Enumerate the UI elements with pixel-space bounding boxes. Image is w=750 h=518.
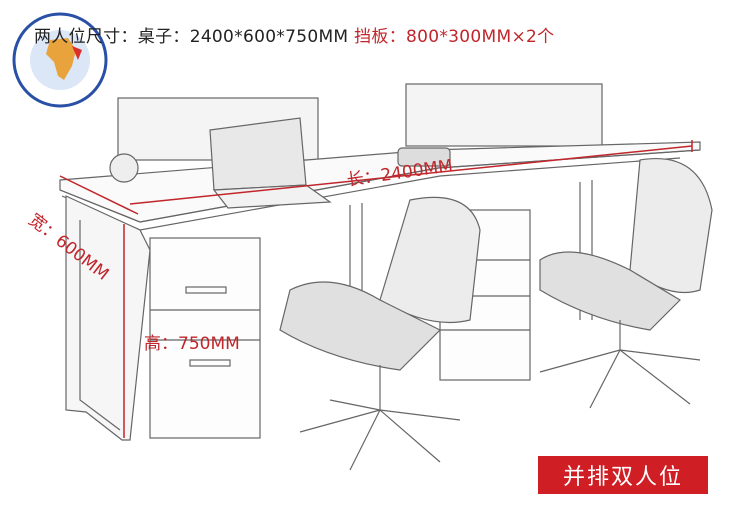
pedestal-left xyxy=(149,237,261,439)
layout-badge: 并排双人位 xyxy=(538,456,708,494)
laptop xyxy=(209,117,307,191)
company-logo xyxy=(12,12,108,108)
plant xyxy=(109,153,139,183)
size-spec: 两人位尺寸：桌子：2400*600*750MM 挡板：800*300MM×2个 xyxy=(34,22,554,47)
height-dimension: 高：750MM xyxy=(144,334,240,354)
office-chair-back xyxy=(539,158,713,409)
office-chair-front xyxy=(279,196,481,471)
africa-continent-icon xyxy=(46,38,76,80)
desk-leg-left xyxy=(65,195,151,441)
desk-size-spec: 两人位尺寸：桌子：2400*600*750MM xyxy=(34,27,349,47)
desk-phone xyxy=(397,147,451,167)
panel-size-spec: 挡板：800*300MM×2个 xyxy=(354,27,555,47)
privacy-panel-right xyxy=(405,83,603,147)
